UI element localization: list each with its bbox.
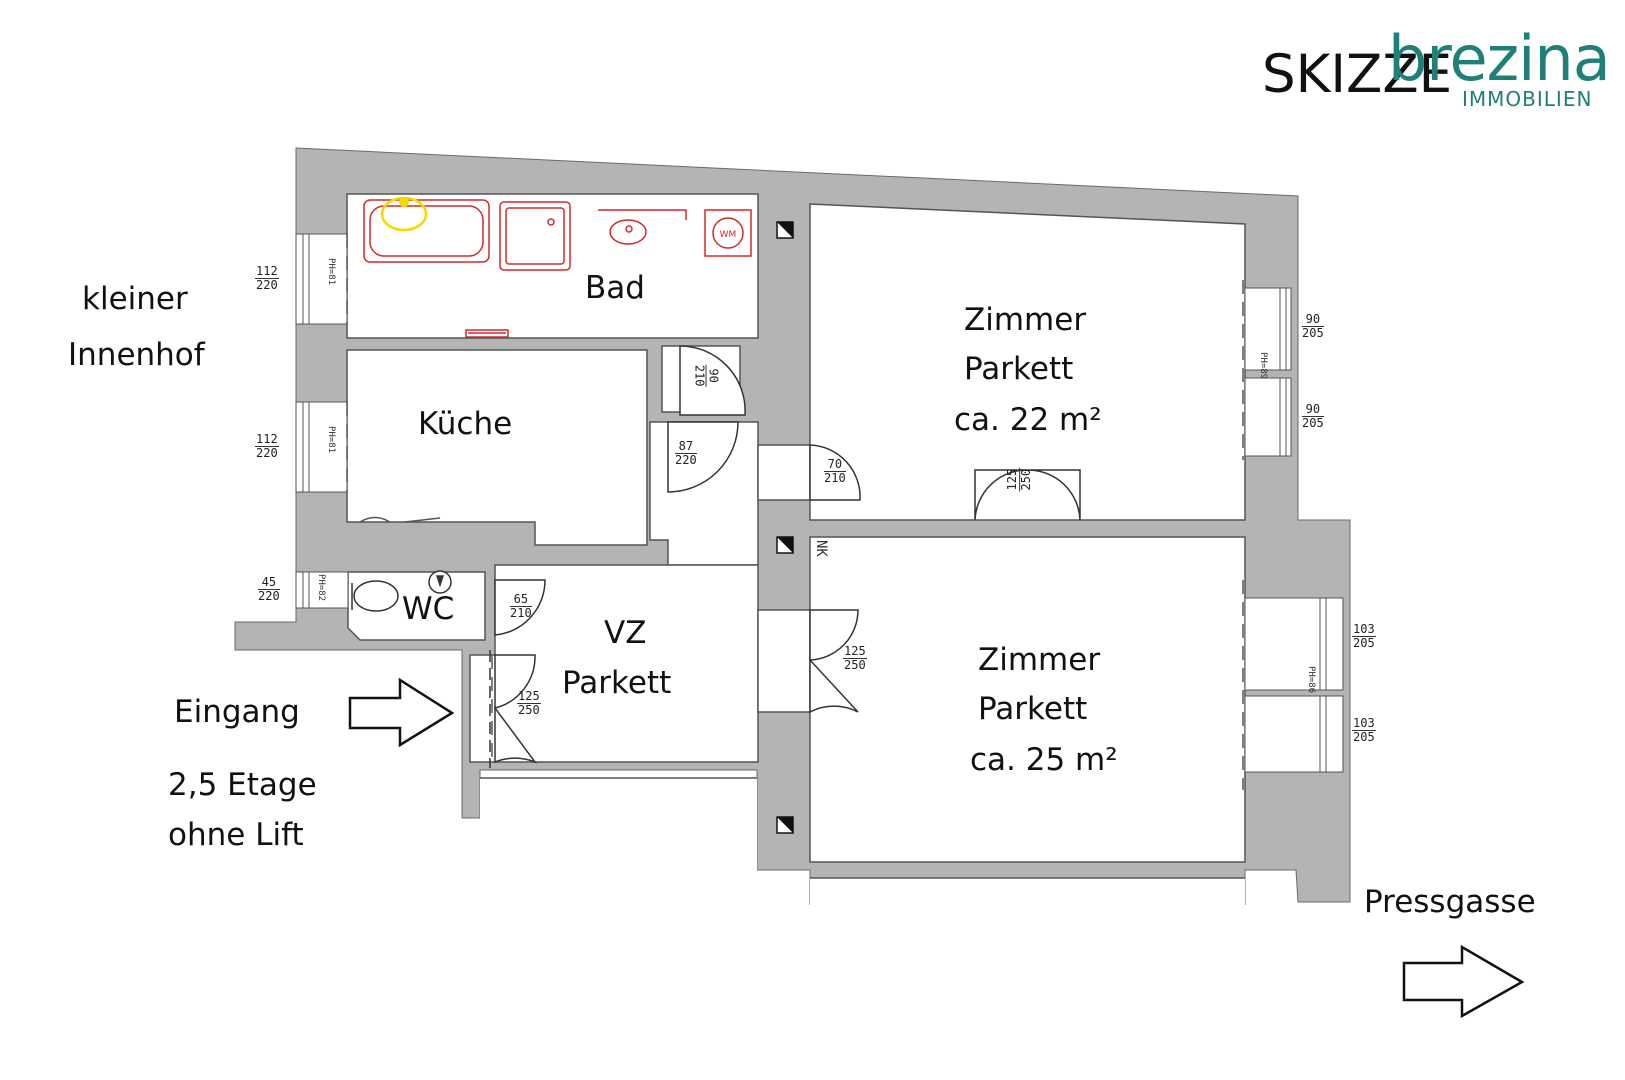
room-label-wc: WC [402,591,455,627]
room-label-zimmer1: Zimmer [964,302,1087,338]
window-wc [295,571,349,609]
door-closet-swing [679,345,746,416]
door-entry-swing-t [494,654,536,709]
windows-right [1244,287,1344,773]
door-wc-swing [494,579,546,636]
street-label: Pressgasse [1364,884,1536,920]
room-label-kueche: Küche [418,406,513,442]
room-label-zimmer2: Zimmer [978,642,1101,678]
window-bad [295,233,348,325]
floor-level-label: 2,5 Etage [168,767,317,803]
shower [499,201,571,271]
room-label-zimmer2-floor: Parkett [978,691,1088,727]
window-kueche [295,401,348,493]
sill-label-wc: PH=82 [316,574,326,602]
wc-fixture [351,570,452,612]
nk-mark: NK [813,540,829,557]
room-label-bad: Bad [585,270,645,306]
sill-label-kueche: PH=81 [326,426,336,454]
floor-zimmer2 [809,536,1246,863]
plan-title: SKIZZE [1262,44,1453,105]
door-between-swing-l [974,469,1029,521]
door-swings [494,345,1081,764]
wm-mark: WM [720,230,737,240]
brand-subtitle: IMMOBILIEN [1462,87,1593,111]
door-kueche-swing [667,421,739,493]
elevator-label: ohne Lift [168,817,304,853]
window-z1-bottom [1244,377,1292,457]
sill-label-z2: PH=86 [1306,666,1316,694]
room-label-vz: VZ [604,615,647,651]
brand-logo: brezina [1388,22,1611,95]
door-between-swing-r [1027,469,1081,521]
window-z2-top [1244,597,1344,691]
street-arrow [1402,944,1525,1019]
innenhof-label-1: kleiner [82,281,188,317]
room-label-zimmer1-area: ca. 22 m² [954,402,1102,438]
washing-machine [704,209,752,257]
entrance-label: Eingang [174,694,300,730]
innenhof-label-2: Innenhof [68,337,205,373]
bathroom-fixtures [363,199,752,338]
door-zimmer2-swing-b [809,658,859,714]
bathtub [363,199,490,263]
kitchen-counter [359,516,441,523]
door-zimmer2-swing-t [809,609,859,661]
floor-kueche [346,349,648,546]
chimney-marks [776,221,794,834]
sill-lines [346,234,1244,790]
floor-corridor [757,444,811,501]
room-label-zimmer2-area: ca. 25 m² [970,742,1118,778]
floor-zimmer1 [809,203,1246,521]
door-zimmer1-swing [809,444,861,501]
lower-cover-left [480,780,756,1080]
floor-bad [346,193,759,339]
sill-label-bad: PH=81 [326,258,336,286]
window-z1-top [1244,287,1292,371]
windows-left [295,233,349,609]
sink-drain [399,197,409,207]
entrance-arrow [348,677,455,748]
washbasin [598,209,687,220]
room-label-vz-floor: Parkett [562,665,672,701]
room-label-zimmer1-floor: Parkett [964,351,1074,387]
door-entry-swing-b [494,705,538,764]
window-z2-bottom [1244,695,1344,773]
sill-label-z1: PH=89 [1258,352,1268,380]
floor-passage [757,609,811,713]
